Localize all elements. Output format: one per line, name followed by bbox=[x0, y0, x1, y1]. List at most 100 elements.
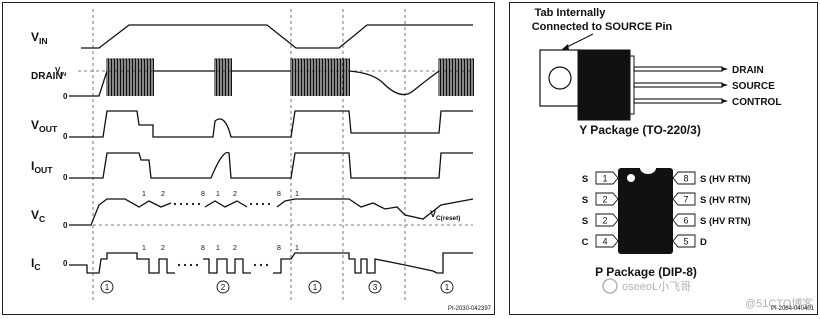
dip8-left-pin bbox=[595, 234, 619, 248]
dip8-caption: P Package (DIP-8) bbox=[595, 265, 697, 279]
phase-marker-number: 3 bbox=[373, 283, 378, 292]
phase-marker-number: 1 bbox=[105, 283, 110, 292]
dip8-right-pin-name: S (HV RTN) bbox=[700, 195, 751, 206]
phase-marker-circle bbox=[368, 280, 382, 294]
ic-pulse-label: 1 bbox=[142, 245, 146, 252]
pin-label-drain: DRAIN bbox=[732, 65, 764, 76]
ic-waveform-b bbox=[203, 258, 251, 274]
drain-switching-burst bbox=[438, 58, 474, 96]
to220-body bbox=[577, 49, 631, 121]
dip8-left-pin-name: C bbox=[582, 237, 589, 248]
vc-waveform-b bbox=[204, 200, 248, 208]
watermark-logo-icon bbox=[602, 278, 618, 294]
ellipsis-dot bbox=[177, 263, 181, 267]
phase-marker-circle bbox=[440, 280, 454, 294]
to220-leads bbox=[633, 66, 723, 104]
dip8-left-pin-number: 2 bbox=[602, 195, 607, 205]
dip8-right-pin-name: S (HV RTN) bbox=[700, 216, 751, 227]
vc-waveform-a bbox=[69, 198, 172, 226]
vc-pulse-label: 1 bbox=[216, 191, 220, 198]
watermark: oseeoL小飞哥 @51CTO博客 bbox=[602, 278, 813, 310]
drain-switching-burst bbox=[214, 58, 232, 96]
vc-reset-label: VC(reset) bbox=[430, 209, 460, 222]
vc-pulse-label: 1 bbox=[295, 191, 299, 198]
dip8-left-pin-name: S bbox=[582, 216, 588, 227]
ellipsis-dot bbox=[185, 202, 189, 206]
to220-mounting-hole bbox=[548, 66, 572, 90]
vout-waveform bbox=[69, 110, 473, 138]
dip8-right-pin bbox=[672, 234, 696, 248]
pin-label-control: CONTROL bbox=[732, 97, 781, 108]
vout-zero-label: 0 bbox=[63, 132, 68, 141]
ellipsis-dot bbox=[261, 202, 265, 206]
signal-label-vin: VIN bbox=[31, 30, 48, 46]
dip8-right-pin-number: 8 bbox=[683, 174, 688, 184]
ellipsis-dot bbox=[179, 202, 183, 206]
signal-label-drain: DRAIN bbox=[31, 71, 63, 82]
ellipsis-dot bbox=[197, 202, 201, 206]
dip8-right-pin-name: D bbox=[700, 237, 707, 248]
ellipsis-dot bbox=[265, 263, 269, 267]
drain-sag bbox=[348, 70, 440, 96]
dip8-right-pin bbox=[672, 171, 696, 185]
watermark-text-2: @51CTO博客 bbox=[745, 296, 813, 310]
ellipsis-dot bbox=[253, 263, 257, 267]
vc-pulse-label: 8 bbox=[201, 191, 205, 198]
dip8-left-pin bbox=[595, 171, 619, 185]
ic-zero-label: 0 bbox=[63, 259, 68, 268]
tab-note-arrow bbox=[564, 33, 594, 49]
ellipsis-dot bbox=[173, 202, 177, 206]
ellipsis-dot bbox=[189, 263, 193, 267]
ic-pulse-label: 8 bbox=[201, 245, 205, 252]
drain-zero-label: 0 bbox=[63, 92, 68, 101]
vc-pulse-label: 2 bbox=[233, 191, 237, 198]
drain-switching-burst bbox=[290, 58, 350, 96]
tab-note-line1: Tab Internally bbox=[535, 7, 607, 19]
package-diagram-panel: Tab Internally Connected to SOURCE Pin D… bbox=[509, 2, 818, 315]
dip8-left-pin-number: 2 bbox=[602, 216, 607, 226]
vc-pulse-label: 1 bbox=[142, 191, 146, 198]
ellipsis-dot bbox=[183, 263, 187, 267]
to220-package: DRAIN SOURCE CONTROL bbox=[539, 49, 781, 121]
ellipsis-dot bbox=[267, 202, 271, 206]
ic-pulse-label: 8 bbox=[277, 245, 281, 252]
phase-marker-number: 2 bbox=[221, 283, 226, 292]
watermark-text: oseeoL小飞哥 bbox=[622, 280, 691, 293]
iout-zero-label: 0 bbox=[63, 173, 68, 182]
ic-waveform-c bbox=[273, 252, 473, 274]
drain-vin-label: VIN bbox=[55, 66, 66, 78]
vc-waveform-c bbox=[276, 198, 474, 220]
phase-marker-number: 1 bbox=[313, 283, 318, 292]
drain-base bbox=[69, 70, 108, 97]
ellipsis-dot bbox=[255, 202, 259, 206]
ic-waveform-a bbox=[69, 252, 175, 274]
drain-switching-burst bbox=[106, 58, 154, 96]
iout-waveform bbox=[69, 151, 473, 179]
package-diagram: Tab Internally Connected to SOURCE Pin D… bbox=[532, 7, 815, 312]
ellipsis-dot bbox=[259, 263, 263, 267]
signal-label-iout: IOUT bbox=[31, 159, 53, 175]
phase-marker-circle bbox=[308, 280, 322, 294]
phase-marker-circle bbox=[216, 280, 230, 294]
package-figure-id: PI-2064-040401 bbox=[771, 306, 815, 312]
ellipsis-dot bbox=[191, 202, 195, 206]
ellipsis-dot bbox=[249, 202, 253, 206]
ic-pulse-label: 2 bbox=[233, 245, 237, 252]
timing-figure-id: PI-2030-042397 bbox=[448, 306, 492, 312]
pin-label-source: SOURCE bbox=[732, 81, 775, 92]
dip8-right-pin-name: S (HV RTN) bbox=[700, 174, 751, 185]
tab-note-line2: Connected to SOURCE Pin bbox=[532, 21, 673, 33]
to220-caption: Y Package (TO-220/3) bbox=[579, 123, 701, 137]
dip8-right-pin-number: 6 bbox=[683, 216, 688, 226]
dip8-left-pin-number: 1 bbox=[602, 174, 607, 184]
vin-waveform bbox=[81, 24, 473, 49]
ic-pulse-label: 2 bbox=[161, 245, 165, 252]
dip8-right-pin bbox=[672, 192, 696, 206]
dip8-body bbox=[618, 168, 673, 254]
tab-note-arrowhead bbox=[560, 44, 569, 51]
ic-pulse-label: 1 bbox=[295, 245, 299, 252]
signal-label-vc: VC bbox=[31, 208, 45, 224]
vc-zero-label: 0 bbox=[63, 221, 68, 230]
dip8-pin1-marker bbox=[627, 174, 635, 182]
